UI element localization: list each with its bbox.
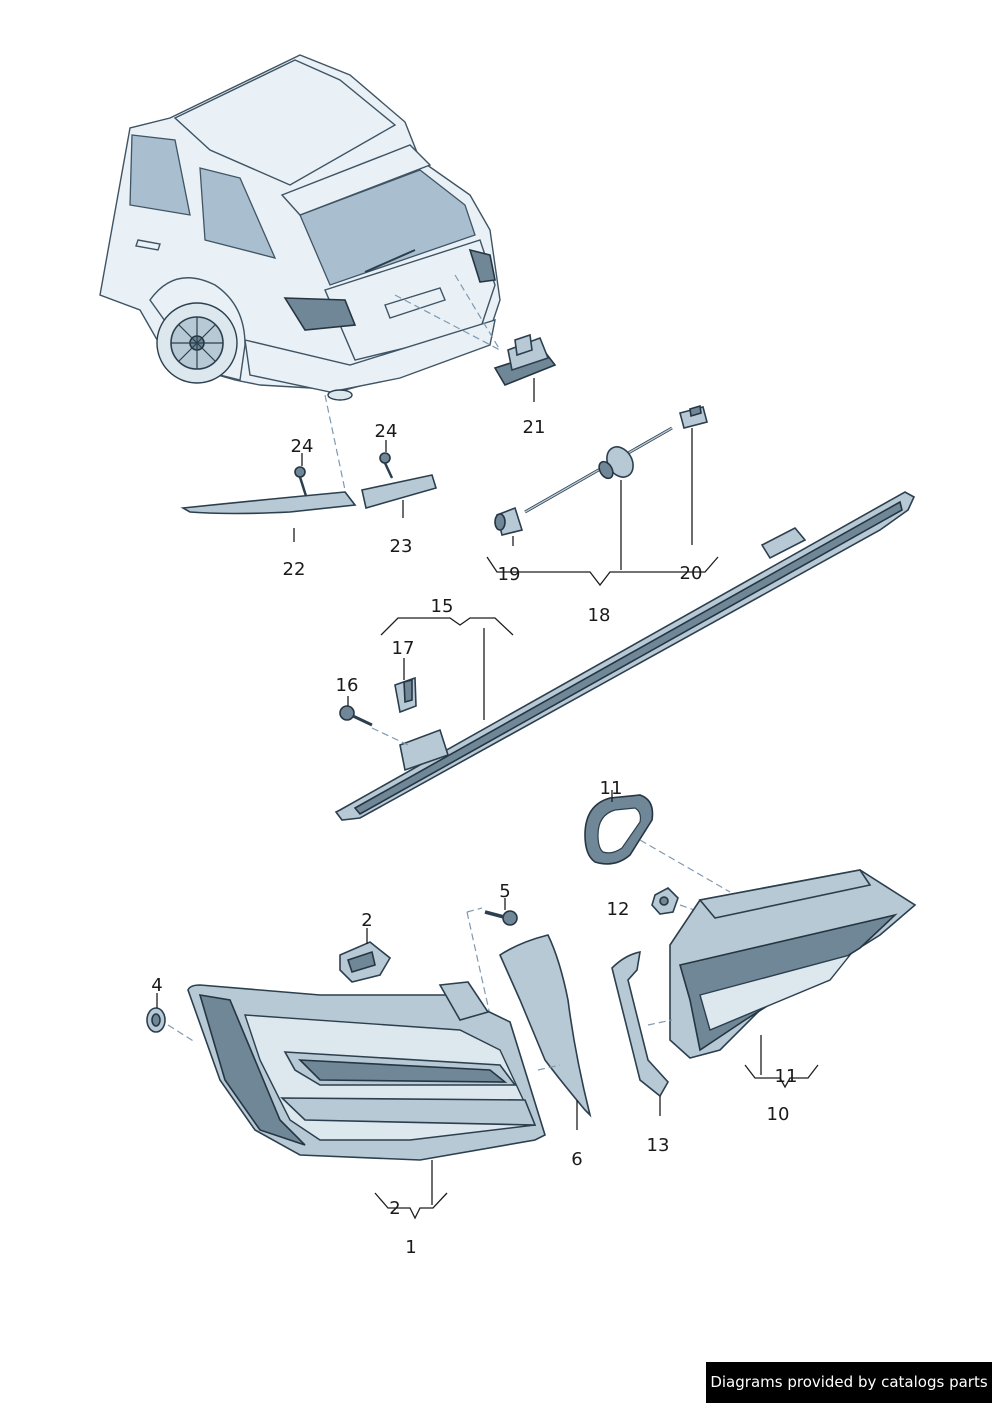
label-22: 22: [283, 559, 306, 580]
label-6: 6: [571, 1149, 582, 1170]
part-5-screw: [466, 898, 518, 1016]
label-13: 13: [647, 1135, 670, 1156]
part-24-screw-left: [294, 453, 308, 497]
vehicle-illustration: [99, 54, 501, 401]
label-2-lower: 2: [389, 1198, 400, 1219]
label-12: 12: [607, 899, 630, 920]
label-21: 21: [523, 417, 546, 438]
label-10: 10: [767, 1104, 790, 1125]
label-11-upper: 11: [600, 778, 623, 799]
part-16-screw: [339, 696, 373, 727]
label-5: 5: [499, 881, 510, 902]
part-4-grommet: [146, 993, 196, 1043]
label-11-lower: 11: [775, 1066, 798, 1087]
part-13-inner-trim: [611, 950, 673, 1116]
label-20: 20: [680, 563, 703, 584]
part-19-bulb-holder: [494, 506, 524, 546]
label-16: 16: [336, 675, 359, 696]
part-2-connector: [339, 928, 392, 983]
label-17: 17: [392, 638, 415, 659]
part-10-inner-tail-light: [669, 869, 917, 1089]
part-24-screw-right: [379, 440, 394, 479]
part-15-light-strip: [334, 491, 916, 821]
part-18-cable-set: [486, 426, 719, 587]
label-23: 23: [390, 536, 413, 557]
part-17-clip: [394, 658, 417, 714]
part-1-outer-tail-light: [187, 981, 546, 1220]
part-labels: 24 24 21 22 23 19 20 18 15 17 16 11 5 12…: [151, 417, 797, 1258]
part-6-outer-trim: [498, 934, 592, 1130]
label-1: 1: [405, 1237, 416, 1258]
credit-banner: Diagrams provided by catalogs parts: [706, 1362, 992, 1403]
part-20-connector: [679, 404, 708, 545]
label-19: 19: [498, 564, 521, 585]
label-2-upper: 2: [361, 910, 372, 931]
part-23-trim-strip: [361, 474, 438, 518]
label-24-left: 24: [291, 436, 314, 457]
part-11-gasket-upper: [584, 790, 654, 865]
part-22-trim-strip: [180, 491, 357, 542]
label-18: 18: [588, 605, 611, 626]
label-24-right: 24: [375, 421, 398, 442]
label-4: 4: [151, 975, 162, 996]
label-15: 15: [431, 596, 454, 617]
part-21-plate-light: [493, 333, 557, 402]
